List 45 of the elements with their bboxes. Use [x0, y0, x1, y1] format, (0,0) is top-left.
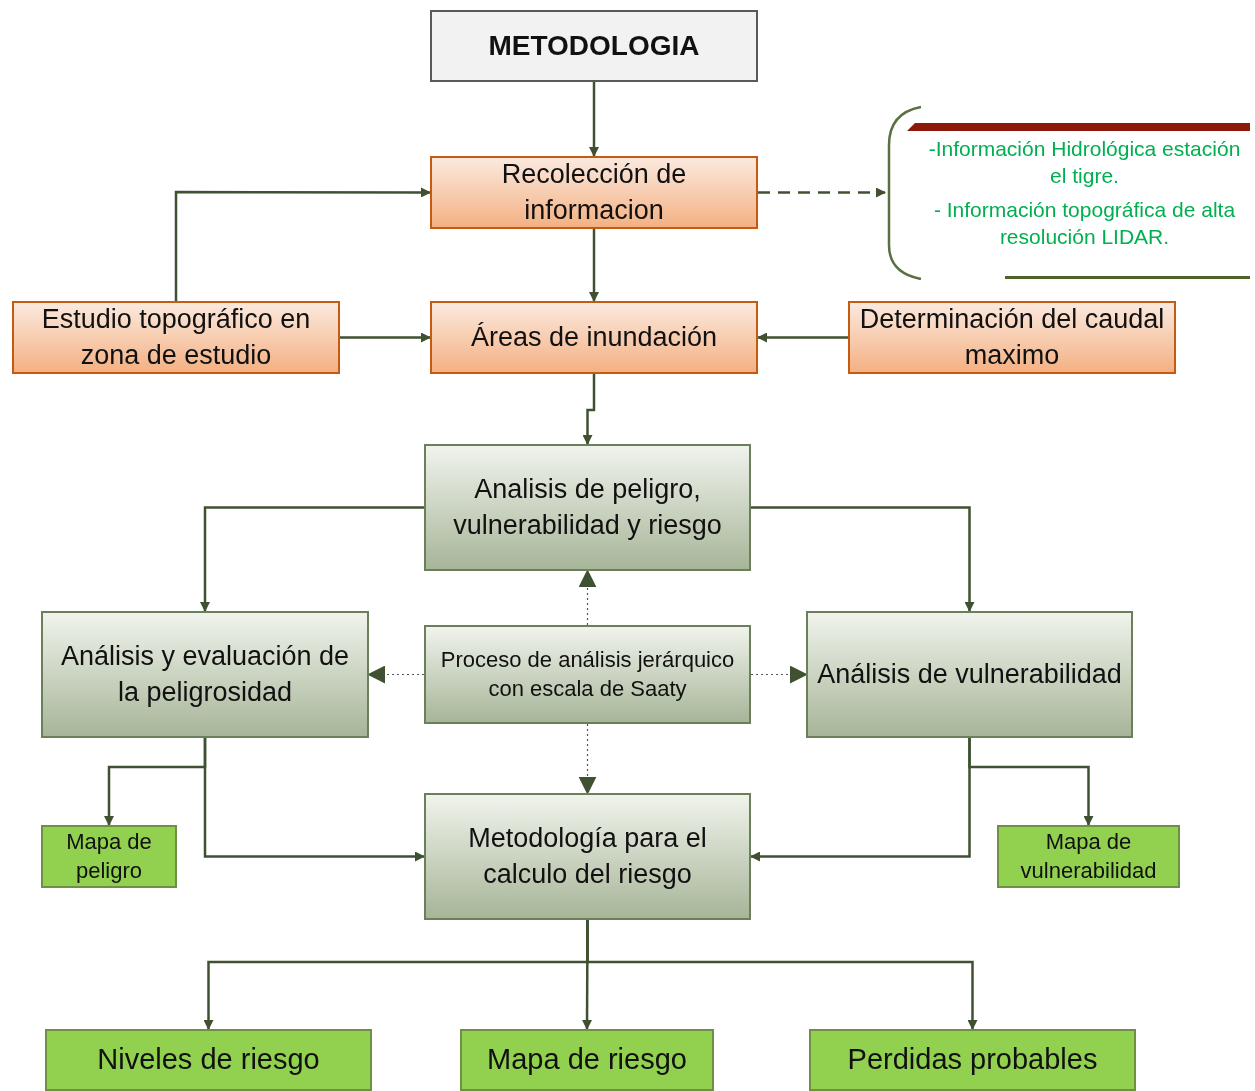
box-label: METODOLOGIA	[488, 28, 700, 63]
arrow	[758, 187, 886, 198]
result-box	[460, 1029, 714, 1091]
box-label: Determinación del caudal maximo	[858, 303, 1166, 372]
result-box	[997, 825, 1180, 888]
process-box	[41, 611, 369, 738]
process-box	[424, 444, 751, 571]
note-text: -Información Hidrológica estación el tigre.	[927, 135, 1242, 190]
title-box	[430, 10, 758, 82]
arrow	[578, 723, 597, 795]
box-label: Mapa de vulnerabilidad	[1019, 827, 1158, 885]
arrow	[589, 82, 599, 157]
result-box	[45, 1029, 372, 1091]
process-box	[430, 301, 758, 374]
process-box	[424, 625, 751, 724]
result-box	[41, 825, 177, 888]
box-label: Mapa de riesgo	[487, 1042, 687, 1078]
box-label: Mapa de peligro	[65, 827, 153, 885]
process-box	[424, 793, 751, 920]
arrow	[340, 332, 431, 343]
result-box	[809, 1029, 1136, 1091]
arrow	[751, 506, 975, 612]
box-label: Analisis de peligro, vulnerabilidad y riesgo	[452, 473, 723, 542]
arrow	[589, 229, 599, 302]
box-label: Áreas de inundación	[470, 320, 718, 354]
box-label: Análisis y evaluación de la peligrosidad	[59, 640, 351, 709]
box-label: Proceso de análisis jerárquico con escala de Saaty	[439, 645, 736, 703]
arrow	[582, 374, 596, 445]
arrow	[757, 332, 848, 343]
box-label: Niveles de riesgo	[97, 1042, 320, 1078]
process-box	[806, 611, 1133, 738]
arrow	[174, 187, 431, 301]
arrow	[586, 920, 978, 1030]
note-text: - Información topográfica de alta resolución LIDAR.	[932, 196, 1237, 250]
box-label: Metodología para el calculo del riesgo	[467, 822, 708, 891]
arrow	[968, 738, 1094, 826]
box-label: Recolección de informacion	[500, 158, 688, 227]
box-label: Perdidas probables	[847, 1042, 1098, 1078]
arrow	[578, 569, 597, 626]
box-label: Estudio topográfico en zona de estudio	[40, 303, 312, 372]
box-label: Análisis de vulnerabilidad	[817, 657, 1122, 691]
arrow	[203, 738, 425, 862]
process-box	[430, 156, 758, 229]
arrow	[200, 506, 424, 612]
process-box	[12, 301, 340, 374]
